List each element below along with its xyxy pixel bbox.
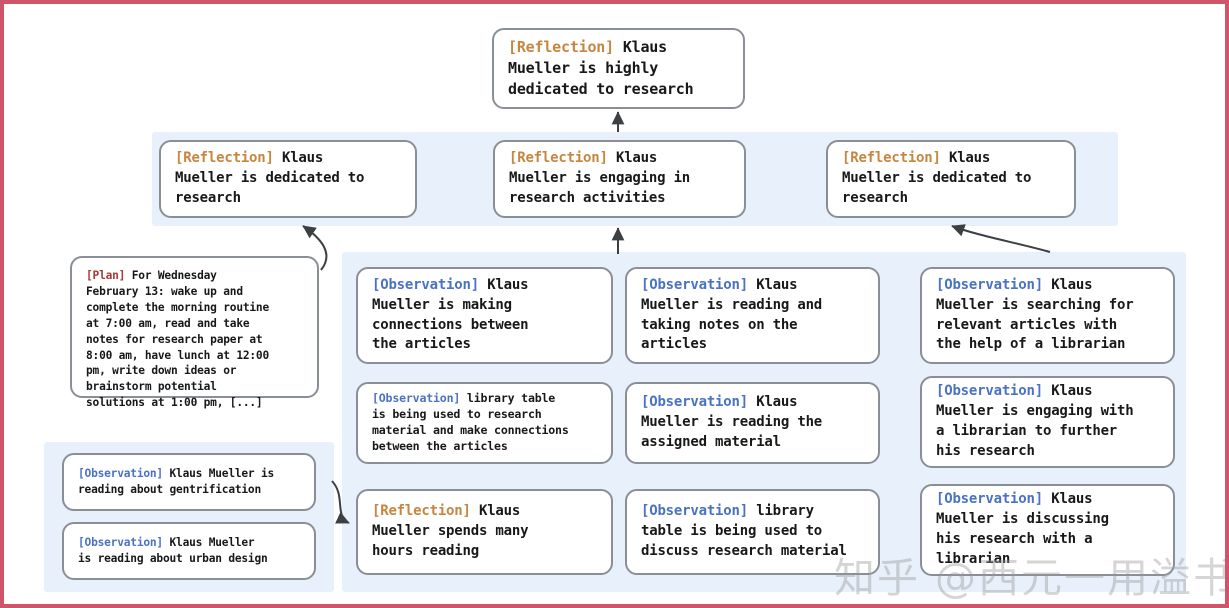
- node-text: Klaus Mueller is engaging with a librari…: [936, 383, 1134, 459]
- node-text: Klaus Mueller is dedicated to research: [842, 150, 1032, 206]
- node-observation-engaging-librarian[interactable]: [Observation] Klaus Mueller is engaging …: [920, 376, 1175, 468]
- tag-observation: [Observation]: [936, 383, 1043, 400]
- node-observation-discuss-research-material[interactable]: [Observation] library table is being use…: [625, 489, 880, 575]
- node-observation-gentrification[interactable]: [Observation] Klaus Mueller is reading a…: [62, 453, 316, 511]
- tag-observation: [Observation]: [372, 276, 479, 293]
- tag-observation: [Observation]: [641, 276, 748, 293]
- node-text: Klaus Mueller is highly dedicated to res…: [508, 37, 694, 99]
- node-observation-urban-design[interactable]: [Observation] Klaus Mueller is reading a…: [62, 522, 316, 580]
- node-text: library table is being used to research …: [372, 391, 569, 453]
- node-plan[interactable]: [Plan] For Wednesday February 13: wake u…: [70, 256, 319, 409]
- zhihu-watermark: 知乎 @西元一用溢书生: [834, 554, 1225, 602]
- node-observation-reading-taking-notes[interactable]: [Observation] Klaus Mueller is reading a…: [625, 267, 880, 364]
- tag-reflection: [Reflection]: [372, 503, 471, 520]
- tag-reflection: [Reflection]: [508, 37, 614, 56]
- node-text: Klaus Mueller is reading and taking note…: [641, 276, 823, 353]
- node-text: Klaus Mueller is engaging in research ac…: [509, 150, 691, 206]
- tag-reflection: [Reflection]: [842, 150, 941, 167]
- tag-observation: [Observation]: [936, 491, 1043, 508]
- node-observation-library-table-connections[interactable]: [Observation] library table is being use…: [356, 382, 613, 464]
- node-reflection-spends-many-hours[interactable]: [Reflection] Klaus Mueller spends many h…: [356, 489, 613, 575]
- node-text: Klaus Mueller is making connections betw…: [372, 276, 529, 353]
- tag-observation: [Observation]: [641, 394, 748, 411]
- tag-observation: [Observation]: [78, 536, 163, 550]
- node-mid-reflection-center[interactable]: [Reflection] Klaus Mueller is engaging i…: [493, 140, 746, 218]
- node-observation-discussing-research[interactable]: [Observation] Klaus Mueller is discussin…: [920, 484, 1175, 576]
- node-text: library table is being used to discuss r…: [641, 503, 847, 559]
- node-mid-reflection-left[interactable]: [Reflection] Klaus Mueller is dedicated …: [159, 140, 417, 218]
- node-mid-reflection-right[interactable]: [Reflection] Klaus Mueller is dedicated …: [826, 140, 1076, 218]
- node-text: Klaus Mueller spends many hours reading: [372, 503, 529, 559]
- node-text: Klaus Mueller is reading about urban des…: [78, 536, 268, 565]
- node-observation-searching-articles[interactable]: [Observation] Klaus Mueller is searching…: [920, 267, 1175, 364]
- tag-observation: [Observation]: [936, 276, 1043, 293]
- tag-observation: [Observation]: [78, 467, 163, 481]
- tag-reflection: [Reflection]: [175, 150, 274, 167]
- node-text: Klaus Mueller is reading about gentrific…: [78, 467, 275, 496]
- tag-plan: [Plan]: [86, 269, 126, 282]
- node-top-reflection[interactable]: [Reflection] Klaus Mueller is highly ded…: [492, 28, 745, 109]
- node-observation-assigned-material[interactable]: [Observation] Klaus Mueller is reading t…: [625, 382, 880, 464]
- node-text: Klaus Mueller is searching for relevant …: [936, 276, 1134, 353]
- node-observation-making-connections[interactable]: [Observation] Klaus Mueller is making co…: [356, 267, 613, 364]
- tag-observation: [Observation]: [641, 503, 748, 520]
- node-text: Klaus Mueller is reading the assigned ma…: [641, 394, 823, 450]
- tag-reflection: [Reflection]: [509, 150, 608, 167]
- node-text: For Wednesday February 13: wake up and c…: [86, 269, 269, 410]
- node-text: Klaus Mueller is discussing his research…: [936, 491, 1109, 567]
- node-text: Klaus Mueller is dedicated to research: [175, 150, 365, 206]
- tag-observation: [Observation]: [372, 391, 461, 406]
